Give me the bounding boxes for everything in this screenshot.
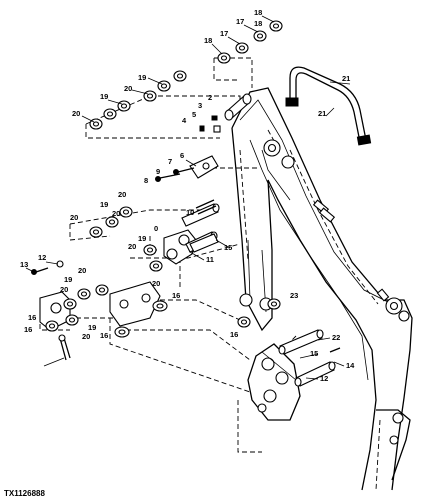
callout: 19 [138, 234, 146, 243]
callout: 19 [64, 275, 72, 284]
callout: 19 [100, 92, 108, 101]
callout: 19 [88, 323, 96, 332]
hydraulic-hose [285, 66, 372, 146]
callout: 20 [70, 213, 78, 222]
callout-labels: 18 17 18 17 18 19 20 19 20 2 3 5 4 21 21… [20, 8, 355, 383]
pin-2-assembly [199, 93, 252, 133]
callout: 23 [290, 291, 298, 300]
callout: 0 [154, 224, 158, 233]
callout: 3 [198, 101, 202, 110]
lower-left-bracket-assembly [31, 260, 168, 361]
callout: 20 [72, 109, 80, 118]
callout: 16 [28, 313, 36, 322]
plate-6-assembly [155, 155, 219, 182]
pins-22-23-14 [237, 298, 341, 387]
callout: 8 [144, 176, 148, 185]
callout: 10 [186, 208, 194, 217]
callout: 11 [206, 255, 214, 264]
callout: 16 [230, 330, 238, 339]
callout: 16 [24, 325, 32, 334]
callout: 18 [204, 36, 212, 45]
callout: 13 [20, 260, 28, 269]
callout: 16 [100, 331, 108, 340]
callout: 21 [318, 109, 326, 118]
callout: 19 [100, 200, 108, 209]
callout: 20 [124, 84, 132, 93]
figure-id: TX1126888 [4, 489, 45, 498]
link-bracket-assembly [89, 203, 220, 272]
callout: 14 [346, 361, 355, 370]
callout: 21 [342, 74, 350, 83]
callout: 20 [128, 242, 136, 251]
callout-leaders [25, 15, 351, 380]
boom-arm [231, 87, 413, 491]
callout: 20 [82, 332, 90, 341]
callout: 18 [254, 8, 262, 17]
callout: 16 [172, 291, 180, 300]
callout: 22 [332, 333, 340, 342]
callout: 17 [236, 17, 244, 26]
callout: 20 [118, 190, 126, 199]
callout: 20 [60, 285, 68, 294]
callout: 12 [38, 253, 46, 262]
callout: 17 [220, 29, 228, 38]
callout: 7 [168, 157, 172, 166]
callout: 20 [112, 209, 120, 218]
callout: 6 [180, 151, 184, 160]
callout: 4 [182, 116, 187, 125]
callout: 9 [156, 167, 160, 176]
callout: 15 [224, 243, 232, 252]
callout: 5 [192, 110, 196, 119]
callout: 18 [254, 19, 262, 28]
callout: 2 [208, 93, 212, 102]
callout: 15 [310, 349, 318, 358]
callout: 20 [78, 266, 86, 275]
callout: 20 [152, 279, 160, 288]
pins-10-11 [189, 199, 219, 253]
washer-stack-top [217, 20, 283, 64]
callout: 19 [138, 73, 146, 82]
callout: 12 [320, 374, 328, 383]
